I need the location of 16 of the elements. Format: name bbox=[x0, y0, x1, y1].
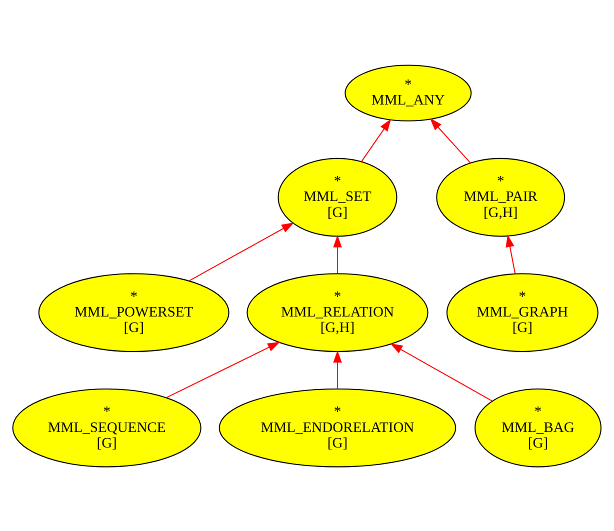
arrow bbox=[430, 118, 471, 163]
node-ellipse: * MML_SET [G] bbox=[278, 157, 398, 236]
arrow bbox=[166, 341, 280, 398]
node-ellipse: * MML_ANY bbox=[344, 64, 472, 121]
arrow bbox=[390, 342, 492, 401]
node-ellipse: * MML_ENDORELATION [G] bbox=[218, 388, 456, 467]
arrow bbox=[333, 350, 342, 388]
node-ellipse: * MML_SEQUENCE [G] bbox=[12, 388, 202, 467]
node-ellipse: * MML_BAG [G] bbox=[474, 388, 602, 467]
node-ellipse: * MML_GRAPH [G] bbox=[446, 272, 598, 352]
arrow bbox=[506, 234, 516, 274]
arrow bbox=[188, 222, 294, 281]
arrow bbox=[333, 234, 342, 274]
node-ellipse: * MML_PAIR [G,H] bbox=[436, 157, 566, 236]
node-ellipse: * MML_POWERSET [G] bbox=[38, 272, 230, 352]
arrow bbox=[361, 118, 392, 162]
